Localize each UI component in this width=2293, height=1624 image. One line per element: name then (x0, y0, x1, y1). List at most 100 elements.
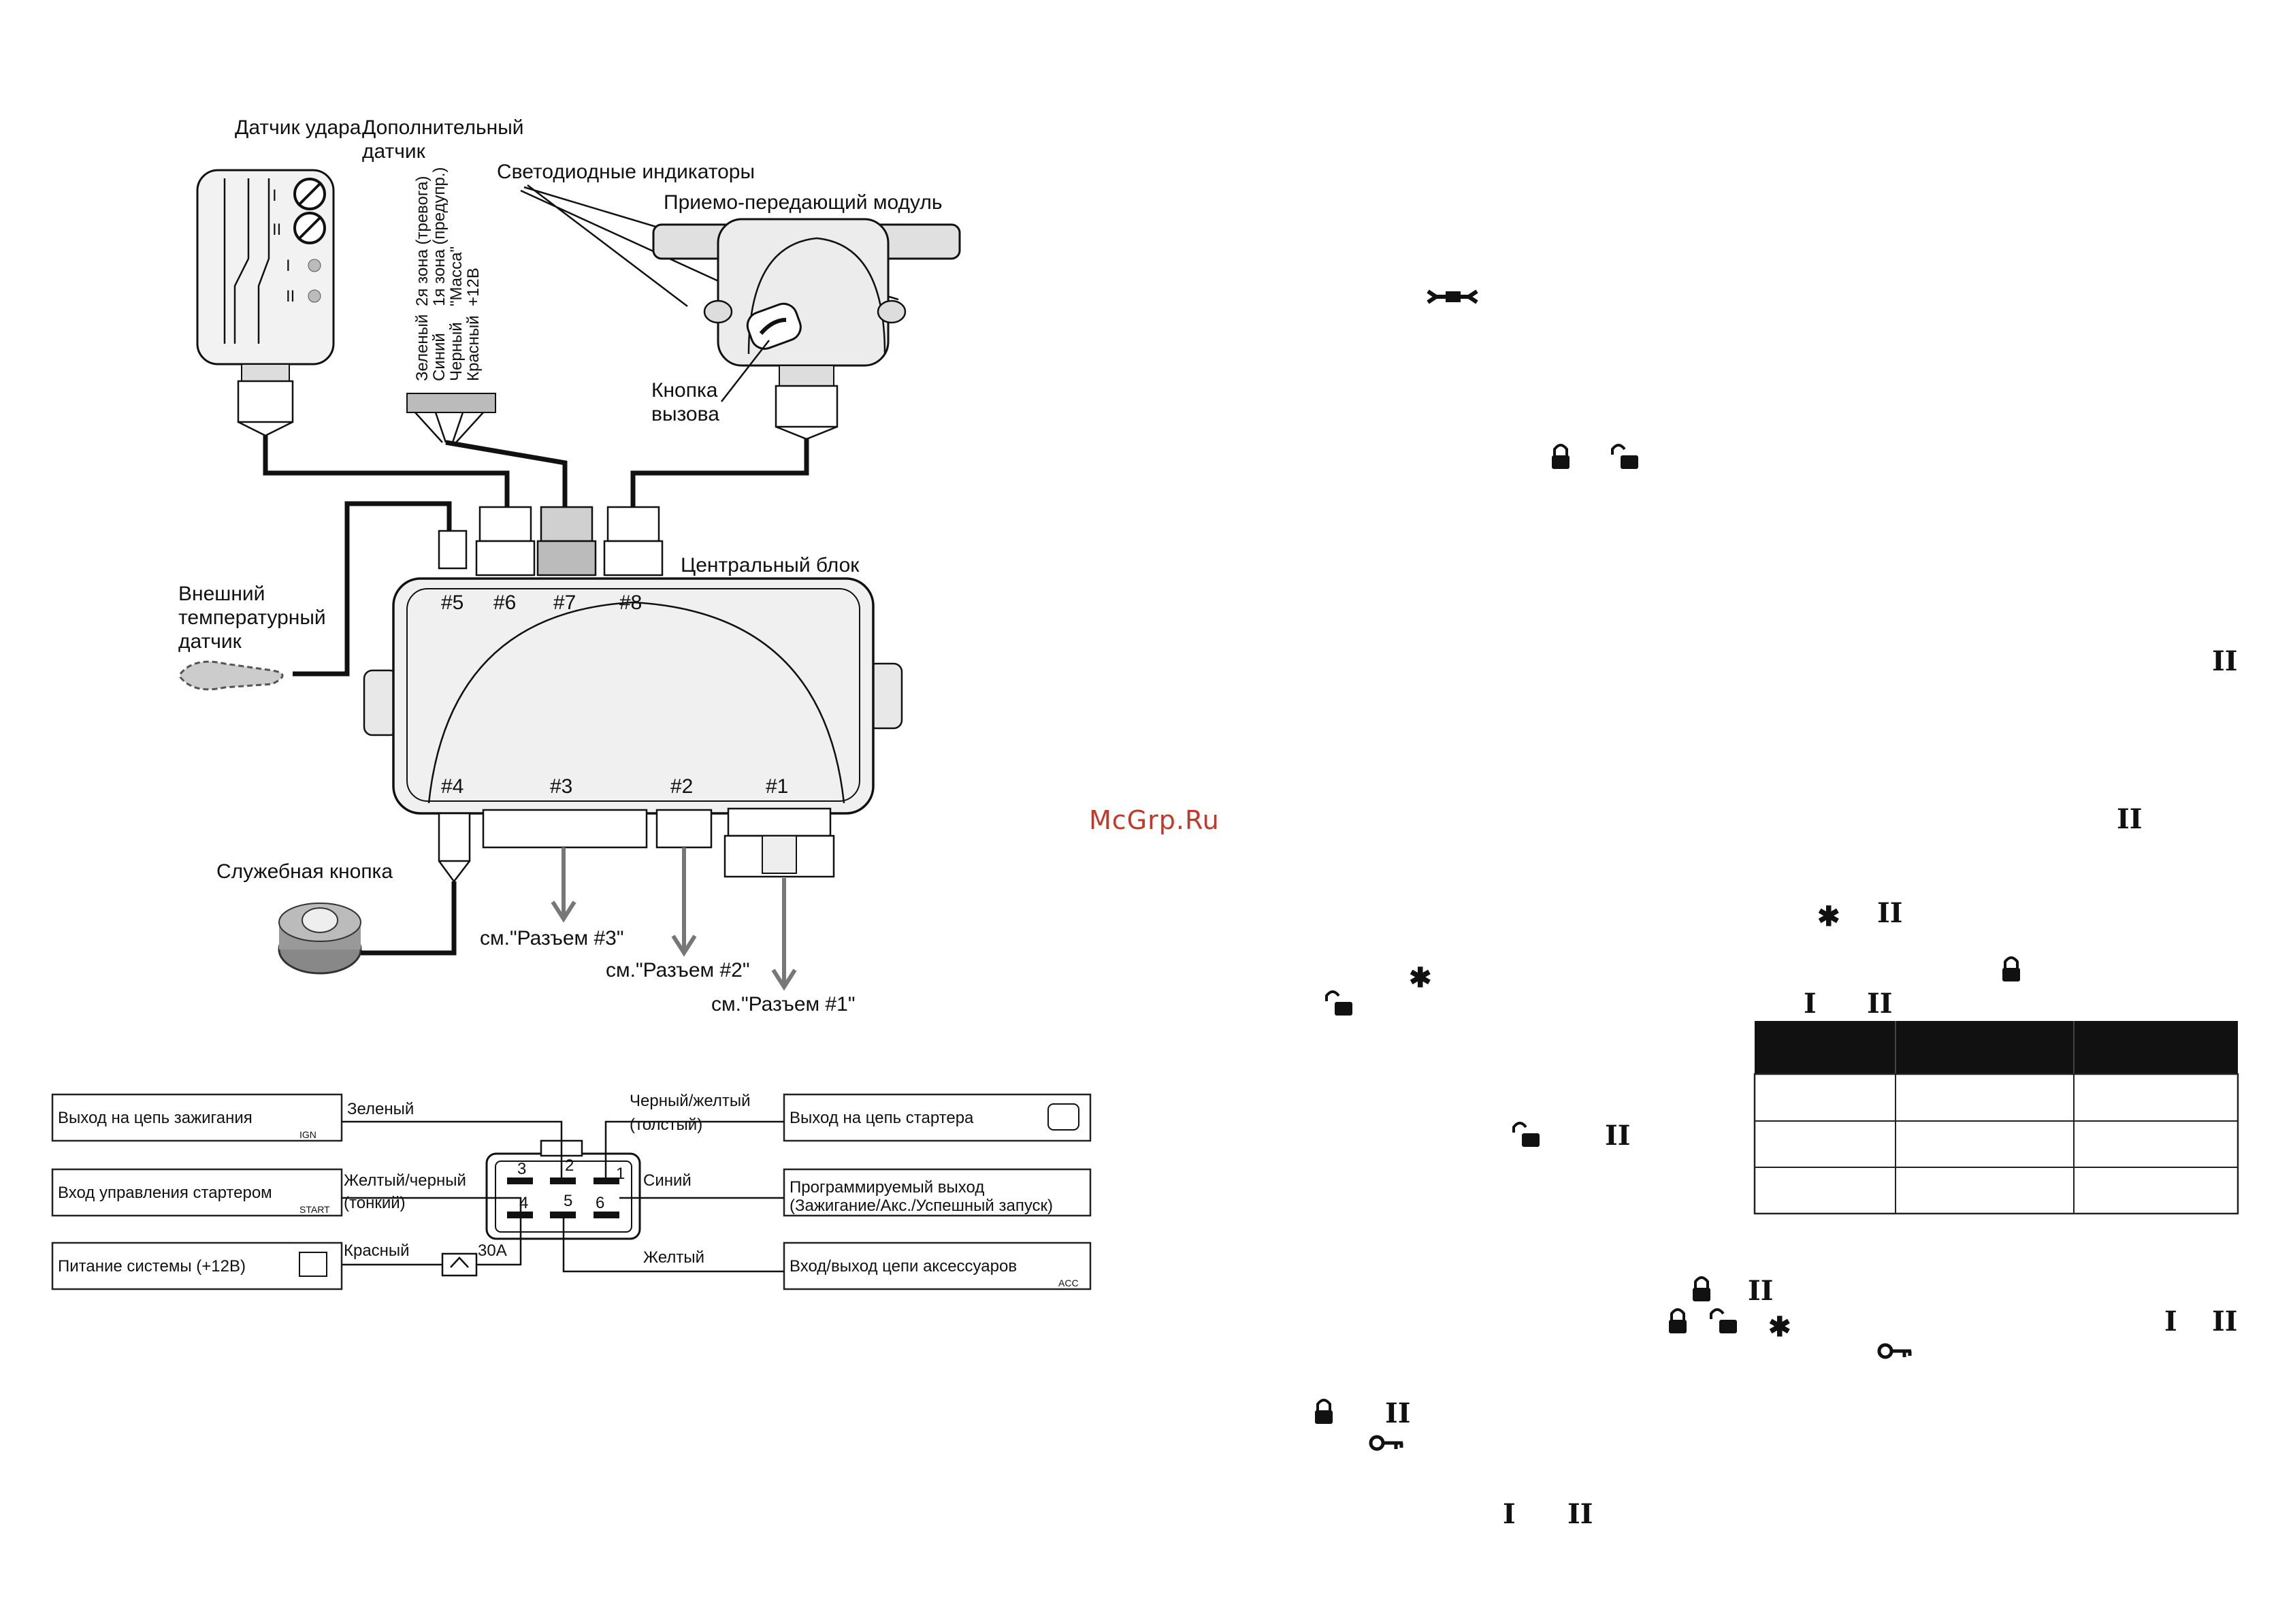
glyph-one-2: I (2164, 1305, 2177, 1337)
bottom-connectors: см."Разъем #3" см."Разъем #2" см."Разъем… (438, 807, 855, 1016)
transceiver-module: Светодиодные индикаторы Приемо-передающи… (497, 161, 961, 440)
glyph-two-6: II (1748, 1275, 1773, 1307)
shock-sensor: Датчик удара I II I II (196, 116, 361, 437)
lock-open-icon (1710, 1308, 1737, 1333)
ref-connector-3: см."Разъем #3" (480, 927, 623, 949)
temp-sensor-label-1: Внешний (178, 583, 265, 605)
wire-black-yellow: Черный/желтый (630, 1092, 751, 1110)
right-page: II II ✱ II ✱ I II II (1315, 289, 2239, 1530)
shock-sensor-label: Датчик удара (235, 116, 361, 139)
port-6: #6 (493, 591, 516, 614)
ref-connector-1: см."Разъем #1" (711, 993, 855, 1016)
call-button-label-2: вызова (651, 403, 719, 425)
glyph-star-3: ✱ (1768, 1311, 1791, 1343)
wire-yellow-black: Желтый/черный (344, 1171, 466, 1190)
port-4: #4 (441, 775, 464, 798)
port-7: #7 (553, 591, 576, 614)
lock-closed-icon (1693, 1276, 1710, 1301)
extra-sensor-label-2: датчик (362, 140, 426, 163)
port-5: #5 (441, 591, 464, 614)
lock-closed-icon (2002, 956, 2020, 981)
temp-sensor: Внешний температурный датчик (178, 583, 326, 691)
service-button: Служебная кнопка (216, 860, 457, 975)
extra-sensor: Дополнительный датчик Зеленый Синий Черн… (362, 116, 524, 443)
pin-3: 3 (517, 1160, 526, 1178)
lock-closed-icon (1315, 1399, 1333, 1424)
box-starter-in (51, 1168, 343, 1217)
box-ignition-out (51, 1093, 343, 1142)
central-unit: #5 #6 #7 #8 #4 #3 #2 #1 (363, 577, 903, 815)
top-connectors: Центральный блок (438, 506, 860, 576)
ref-connector-2: см."Разъем #2" (606, 959, 749, 981)
glyph-two-1: II (2212, 645, 2237, 677)
box-programmable-label-2: (Зажигание/Акс./Успешный запуск) (790, 1197, 1053, 1215)
wire-role-ground: "Масса" (447, 246, 466, 306)
sensor-level-2: II (272, 221, 281, 239)
wire-label-blue: Синий (430, 333, 449, 381)
box-accessory (783, 1241, 1092, 1290)
led-indicators-label: Светодиодные индикаторы (497, 161, 755, 183)
pin-1: 1 (616, 1165, 625, 1183)
connector-1-pinout: Выход на цепь зажигания IGN Вход управле… (51, 1092, 1092, 1290)
start-tag: START (299, 1204, 330, 1215)
lock-open-icon (1325, 990, 1352, 1016)
temp-sensor-label-3: датчик (178, 630, 242, 653)
wire-role-12v: +12В (464, 267, 483, 306)
lock-closed-icon (1669, 1308, 1687, 1333)
wire-label-green: Зеленый (413, 314, 432, 381)
key-icon (1877, 1343, 1912, 1359)
wire-thick: (толстый) (630, 1116, 702, 1134)
glyph-star-2: ✱ (1409, 962, 1432, 994)
service-button-label: Служебная кнопка (216, 860, 393, 883)
sensor-level-3: I (286, 257, 291, 275)
acc-tag: ACC (1058, 1278, 1079, 1288)
glyph-two-2: II (2117, 803, 2142, 835)
port-8: #8 (619, 591, 642, 614)
wire-label-black: Черный (447, 322, 466, 381)
glyph-two-5: II (1605, 1120, 1630, 1152)
extra-sensor-label-1: Дополнительный (362, 116, 524, 139)
sensor-level-4: II (286, 287, 295, 306)
wire-blue: Синий (643, 1171, 692, 1190)
box-programmable-label-1: Программируемый выход (790, 1178, 984, 1197)
transceiver-label: Приемо-передающий модуль (664, 191, 942, 214)
box-accessory-label: Вход/выход цепи аксессуаров (790, 1257, 1017, 1276)
port-1: #1 (766, 775, 788, 798)
box-power (51, 1241, 343, 1290)
port-2: #2 (670, 775, 693, 798)
wrench-icon (1427, 289, 1478, 304)
glyph-two-8: II (1385, 1397, 1410, 1429)
wiring-diagram: Датчик удара I II I II Дополнительный да… (178, 116, 961, 1016)
wire-red: Красный (344, 1241, 410, 1260)
wire-green: Зеленый (347, 1100, 414, 1118)
wire-role-zone2: 2я зона (тревога) (413, 176, 432, 306)
lock-open-icon (1611, 444, 1638, 469)
box-starter-out (783, 1093, 1092, 1142)
watermark: McGrp.Ru (1089, 805, 1220, 835)
wire-role-zone1: 1я зона (предупр.) (430, 167, 449, 306)
pin-2: 2 (565, 1156, 574, 1175)
call-button-label-1: Кнопка (651, 379, 718, 402)
wire-label-red: Красный (464, 315, 483, 381)
wire-thin: (тонкий) (344, 1194, 406, 1212)
glyph-two-7: II (2212, 1305, 2237, 1337)
lock-open-icon (1512, 1122, 1540, 1147)
pin-6: 6 (596, 1194, 604, 1212)
glyph-two-3: II (1877, 897, 1902, 929)
temp-sensor-label-2: температурный (178, 606, 326, 629)
box-starter-in-label: Вход управления стартером (58, 1184, 272, 1202)
pin-5: 5 (564, 1192, 572, 1210)
glyph-one-3: I (1503, 1498, 1516, 1530)
lock-closed-icon (1552, 444, 1570, 469)
key-icon (1369, 1435, 1403, 1451)
box-starter-out-label: Выход на цепь стартера (790, 1109, 974, 1127)
glyph-two-9: II (1567, 1498, 1593, 1530)
wire-yellow: Желтый (643, 1248, 704, 1267)
port-3: #3 (550, 775, 572, 798)
box-programmable-out (783, 1168, 1092, 1217)
mode-table (1753, 1021, 2239, 1215)
glyph-star-1: ✱ (1817, 900, 1840, 932)
central-unit-label: Центральный блок (681, 554, 860, 576)
